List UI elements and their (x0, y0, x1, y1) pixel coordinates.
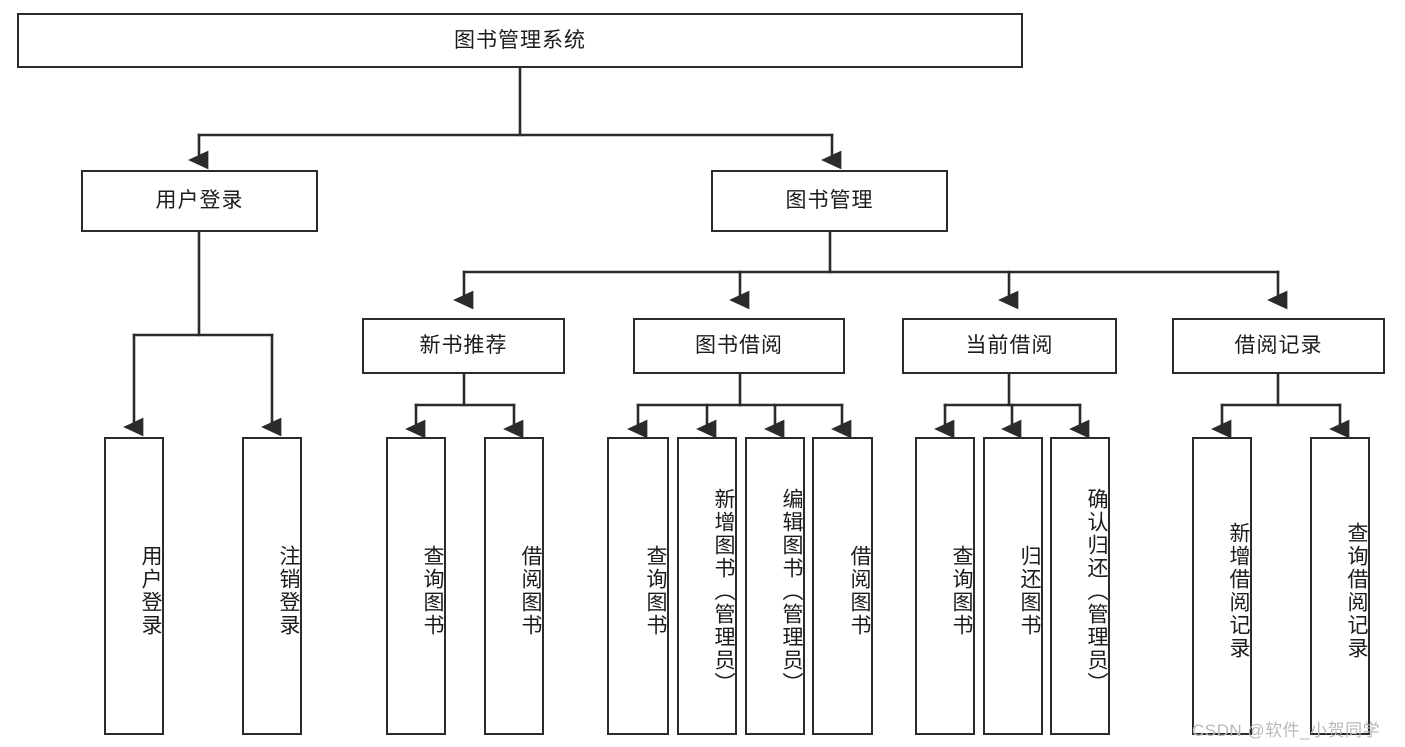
node-leaf-query-borrow-record-label: 查询借阅记录 (1345, 522, 1368, 660)
node-leaf-logout[interactable]: 注销登录 (242, 437, 302, 735)
node-leaf-add-book-admin-label: 新增图书（管理员） (712, 487, 735, 695)
node-book-management-label: 图书管理 (785, 189, 874, 213)
node-leaf-query-borrow-record[interactable]: 查询借阅记录 (1310, 437, 1370, 735)
node-leaf-current-query-book[interactable]: 查询图书 (915, 437, 975, 735)
node-leaf-borrow-borrow-book-label: 借阅图书 (848, 545, 871, 637)
node-leaf-newbook-query-book-label: 查询图书 (421, 545, 444, 637)
node-leaf-add-borrow-record-label: 新增借阅记录 (1227, 522, 1250, 660)
node-root[interactable]: 图书管理系统 (17, 13, 1023, 68)
node-book-borrow[interactable]: 图书借阅 (633, 318, 845, 374)
node-leaf-confirm-return-admin-label: 确认归还（管理员） (1085, 487, 1108, 695)
node-current-borrow-label: 当前借阅 (965, 334, 1054, 358)
node-leaf-return-book-label: 归还图书 (1018, 545, 1041, 637)
node-user-login-label: 用户登录 (155, 189, 244, 213)
node-book-management[interactable]: 图书管理 (711, 170, 948, 232)
node-root-label: 图书管理系统 (454, 28, 586, 52)
node-borrow-record-label: 借阅记录 (1234, 334, 1323, 358)
node-leaf-edit-book-admin[interactable]: 编辑图书（管理员） (745, 437, 805, 735)
node-leaf-user-login[interactable]: 用户登录 (104, 437, 164, 735)
node-new-book-recommend-label: 新书推荐 (419, 334, 508, 358)
node-leaf-edit-book-admin-label: 编辑图书（管理员） (780, 487, 803, 695)
node-leaf-current-query-book-label: 查询图书 (950, 545, 973, 637)
node-user-login[interactable]: 用户登录 (81, 170, 318, 232)
node-leaf-borrow-borrow-book[interactable]: 借阅图书 (812, 437, 873, 735)
node-borrow-record[interactable]: 借阅记录 (1172, 318, 1385, 374)
node-leaf-borrow-query-book[interactable]: 查询图书 (607, 437, 669, 735)
node-leaf-add-borrow-record[interactable]: 新增借阅记录 (1192, 437, 1252, 735)
node-current-borrow[interactable]: 当前借阅 (902, 318, 1117, 374)
node-leaf-return-book[interactable]: 归还图书 (983, 437, 1043, 735)
node-leaf-newbook-borrow-book-label: 借阅图书 (519, 545, 542, 637)
node-leaf-user-login-label: 用户登录 (139, 545, 162, 637)
node-leaf-add-book-admin[interactable]: 新增图书（管理员） (677, 437, 737, 735)
node-leaf-newbook-query-book[interactable]: 查询图书 (386, 437, 446, 735)
node-leaf-logout-label: 注销登录 (277, 545, 300, 637)
node-leaf-borrow-query-book-label: 查询图书 (644, 545, 667, 637)
node-leaf-confirm-return-admin[interactable]: 确认归还（管理员） (1050, 437, 1110, 735)
node-leaf-newbook-borrow-book[interactable]: 借阅图书 (484, 437, 544, 735)
node-new-book-recommend[interactable]: 新书推荐 (362, 318, 565, 374)
node-book-borrow-label: 图书借阅 (695, 334, 783, 358)
